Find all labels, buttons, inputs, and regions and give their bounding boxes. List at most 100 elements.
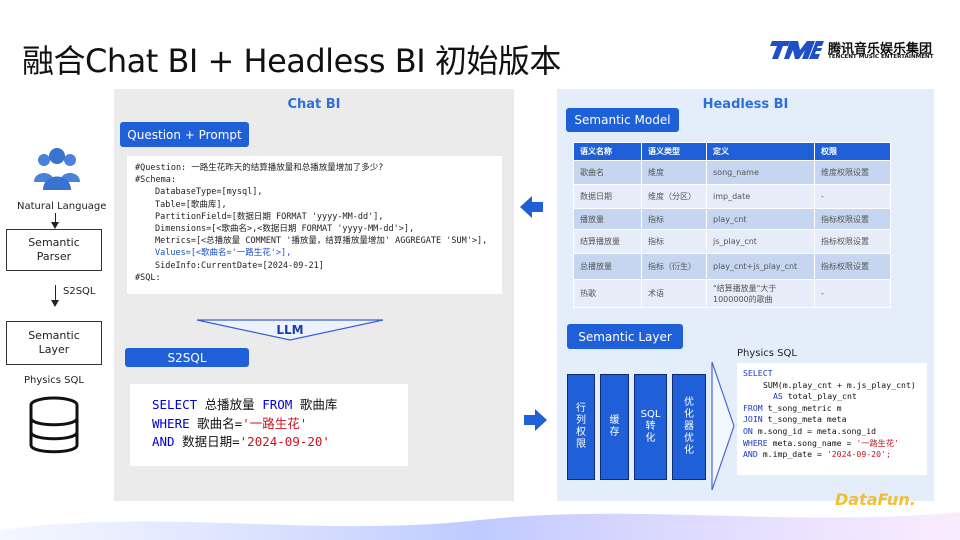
- sql-string: '2024-09-20': [239, 434, 330, 449]
- arrow-down-icon: [51, 285, 59, 307]
- sql-line: WHERE 歌曲名='一路生花': [152, 415, 408, 434]
- users-icon: [34, 148, 80, 190]
- sql-keyword: ON: [743, 425, 753, 436]
- table-header: 语义类型: [641, 142, 707, 161]
- s2sql-code-box: SELECT 总播放量 FROM 歌曲库 WHERE 歌曲名='一路生花' AN…: [130, 384, 408, 466]
- s2sql-tag: S2SQL: [125, 348, 249, 367]
- sql-text: 歌曲名=: [189, 415, 243, 431]
- llm-arrow-icon: [196, 319, 384, 341]
- sql-line: FROM t_song_metric m: [743, 403, 927, 415]
- prompt-line: #Question: 一路生花昨天的结算播放量和总播放量增加了多少?: [135, 163, 384, 173]
- sql-keyword: SELECT: [152, 397, 198, 412]
- prompt-line: Metrics=[<总播放量 COMMENT '播放量，结算播放量增加' AGG…: [155, 236, 488, 247]
- sql-keyword: FROM: [262, 397, 293, 412]
- row-column-permission-box: 行 列 权 限: [567, 374, 595, 480]
- sql-keyword: AND: [152, 434, 175, 449]
- logo-english-text: TENCENT MUSIC ENTERTAINMENT: [828, 54, 934, 60]
- table-header: 定义: [706, 142, 815, 161]
- table-cell: 术语: [641, 279, 707, 308]
- table-cell: 播放量: [573, 208, 642, 230]
- sql-text: m.song_id = meta.song_id: [752, 425, 877, 436]
- prompt-line: PartitionField=[数据日期 FORMAT 'yyyy-MM-dd'…: [155, 211, 384, 222]
- sql-text: m.imp_date =: [757, 449, 827, 460]
- table-cell: 维度权限设置: [814, 160, 891, 185]
- table-cell: 指标: [641, 208, 707, 230]
- physics-sql-code-box: SELECT SUM(m.play_cnt + m.js_play_cnt) A…: [737, 363, 927, 475]
- sql-text: 总播放量: [197, 397, 263, 412]
- semantic-model-tag: Semantic Model: [566, 108, 679, 132]
- arrow-left-icon: [520, 196, 543, 218]
- table-cell: 热歌: [573, 279, 642, 308]
- table-cell: 结算播放量: [573, 229, 642, 254]
- page-title: 融合Chat BI + Headless BI 初始版本: [22, 42, 561, 80]
- table-cell: 总播放量: [573, 253, 642, 280]
- headless-bi-title: Headless BI: [702, 97, 789, 112]
- prompt-line: SideInfo:CurrentDate=[2024-09-21]: [155, 260, 324, 271]
- table-cell: 指标: [641, 229, 707, 254]
- sql-keyword: AND: [743, 449, 758, 460]
- prompt-text-box: #Question: 一路生花昨天的结算播放量和总播放量增加了多少? #Sche…: [127, 156, 502, 294]
- sql-text: total_play_cnt: [782, 391, 857, 402]
- sql-string: '一路生花': [242, 415, 308, 431]
- prompt-line: #SQL:: [135, 272, 161, 283]
- datafun-watermark: DataFun.: [835, 490, 916, 509]
- table-row: 歌曲名 维度 song_name 维度权限设置: [573, 160, 891, 185]
- table-row: 播放量 指标 play_cnt 指标权限设置: [573, 208, 891, 230]
- optimizer-box: 优 化 器 优 化: [672, 374, 706, 480]
- table-cell: 指标（衍生）: [641, 253, 707, 280]
- table-row: 总播放量 指标（衍生） play_cnt+js_play_cnt 指标权限设置: [573, 253, 891, 280]
- decorative-wave: [0, 512, 960, 540]
- table-cell: play_cnt+js_play_cnt: [706, 253, 815, 280]
- table-cell: 维度（分区）: [641, 184, 707, 209]
- logo-chinese-text: 腾讯音乐娱乐集团: [828, 42, 933, 57]
- table-row: 结算播放量 指标 js_play_cnt 指标权限设置: [573, 229, 891, 254]
- prompt-line: Table=[歌曲库],: [155, 199, 227, 210]
- chevron-right-icon: [711, 361, 735, 491]
- sql-string: '2024-09-20';: [826, 449, 891, 460]
- sql-keyword: WHERE: [743, 437, 768, 448]
- physics-sql-label: Physics SQL: [24, 375, 84, 386]
- table-cell: 指标权限设置: [814, 253, 891, 280]
- sql-text: t_song_metric m: [762, 402, 842, 413]
- llm-label: LLM: [276, 323, 304, 337]
- sql-line: WHERE meta.song_name = '一路生花': [743, 438, 927, 450]
- question-prompt-tag: Question + Prompt: [120, 122, 249, 147]
- sql-keyword: FROM: [743, 402, 763, 413]
- company-logo: 腾讯音乐娱乐集团 TENCENT MUSIC ENTERTAINMENT: [770, 38, 940, 66]
- table-cell: "结算播放量"大于1000000的歌曲: [706, 279, 815, 308]
- arrow-right-icon: [524, 409, 547, 431]
- semantic-model-table: 语义名称 语义类型 定义 权限 歌曲名 维度 song_name 维度权限设置 …: [573, 142, 891, 308]
- sql-text: meta.song_name =: [767, 437, 857, 448]
- sql-line: SUM(m.play_cnt + m.js_play_cnt): [763, 379, 916, 390]
- sql-line: AND m.imp_date = '2024-09-20';: [743, 449, 927, 461]
- table-cell: song_name: [706, 160, 815, 185]
- physics-sql-title: Physics SQL: [737, 348, 797, 359]
- s2sql-label: S2SQL: [63, 286, 96, 297]
- table-cell: 歌曲名: [573, 160, 642, 185]
- sql-text: 歌曲库: [292, 397, 338, 412]
- database-icon: [29, 396, 79, 454]
- table-cell: 维度: [641, 160, 707, 185]
- sql-line: AND 数据日期='2024-09-20': [152, 433, 408, 452]
- sql-line: ON m.song_id = meta.song_id: [743, 426, 927, 438]
- table-cell: js_play_cnt: [706, 229, 815, 254]
- sql-keyword: JOIN: [743, 414, 763, 425]
- table-cell: -: [814, 184, 891, 209]
- table-row: 热歌 术语 "结算播放量"大于1000000的歌曲 -: [573, 279, 891, 308]
- table-cell: play_cnt: [706, 208, 815, 230]
- cache-box: 缓 存: [600, 374, 629, 480]
- sql-string: '一路生花': [856, 437, 899, 448]
- natural-language-label: Natural Language: [17, 201, 107, 212]
- sql-keyword: WHERE: [152, 415, 190, 431]
- table-cell: 指标权限设置: [814, 229, 891, 254]
- tme-logo-icon: [770, 41, 824, 59]
- sql-line: SELECT 总播放量 FROM 歌曲库: [152, 396, 408, 415]
- semantic-layer-box: Semantic Layer: [6, 321, 102, 365]
- prompt-line: DatabaseType=[mysql],: [155, 187, 263, 198]
- sql-transform-box: SQL 转 化: [634, 374, 667, 480]
- table-header-row: 语义名称 语义类型 定义 权限: [573, 142, 891, 161]
- table-row: 数据日期 维度（分区） imp_date -: [573, 184, 891, 209]
- sql-line: JOIN t_song_meta meta: [743, 414, 927, 426]
- arrow-down-icon: [51, 213, 59, 229]
- prompt-line: Dimensions=[<歌曲名>,<数据日期 FORMAT 'yyyy-MM-…: [155, 224, 415, 235]
